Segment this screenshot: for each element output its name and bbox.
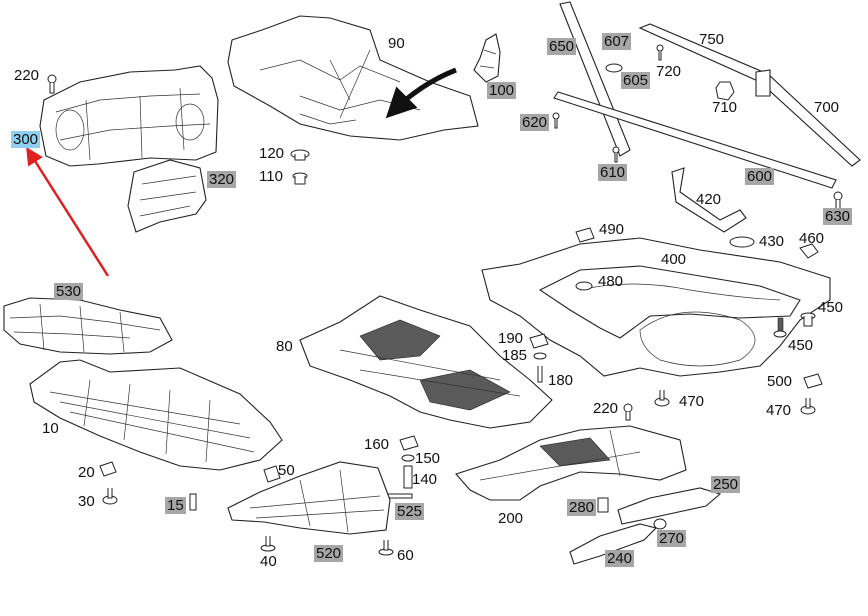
callout-720: 720 (656, 63, 682, 80)
callout-525: 525 (395, 503, 425, 520)
callout-60: 60 (397, 547, 414, 564)
part-80-panel (299, 295, 553, 429)
part-10-panel (29, 359, 283, 471)
callout-470a: 470 (679, 393, 705, 410)
callout-140: 140 (412, 471, 438, 488)
callout-180: 180 (548, 372, 574, 389)
red-pointer-arrow (26, 147, 110, 277)
callout-400: 400 (661, 251, 687, 268)
callout-620: 620 (520, 114, 550, 131)
bolt-220-lower (623, 403, 633, 421)
callout-90: 90 (388, 35, 405, 52)
hardware-160-150-140-525 (387, 435, 419, 499)
callout-10: 10 (42, 420, 59, 437)
callout-15: 15 (165, 497, 186, 514)
callout-160: 160 (364, 436, 390, 453)
part-520-panel (227, 461, 391, 535)
callout-710: 710 (712, 99, 738, 116)
callout-480: 480 (598, 273, 624, 290)
hardware-20-30-15-50 (99, 461, 281, 511)
part-530-panel (3, 297, 173, 355)
callout-470b: 470 (766, 402, 792, 419)
callout-607: 607 (602, 33, 632, 50)
callout-300: 300 (11, 131, 41, 148)
callout-220a: 220 (14, 67, 40, 84)
callout-600: 600 (745, 168, 775, 185)
callout-320: 320 (207, 171, 237, 188)
parts-250-240 (569, 487, 722, 565)
callout-650: 650 (547, 38, 577, 55)
fasteners-120-110 (290, 149, 310, 185)
callout-270: 270 (657, 530, 687, 547)
callout-40: 40 (260, 553, 277, 570)
bolts-40-60 (260, 536, 394, 556)
callout-630: 630 (823, 208, 853, 225)
callout-280: 280 (567, 499, 597, 516)
callout-490: 490 (599, 221, 625, 238)
callout-50: 50 (278, 462, 295, 479)
callout-185: 185 (502, 347, 528, 364)
callout-420: 420 (696, 191, 722, 208)
callout-200: 200 (498, 510, 524, 527)
callout-250: 250 (711, 476, 741, 493)
callout-20: 20 (78, 464, 95, 481)
callout-500: 500 (767, 373, 793, 390)
callout-150: 150 (415, 450, 441, 467)
callout-450a: 450 (818, 299, 844, 316)
callout-110: 110 (259, 168, 283, 185)
callout-30: 30 (78, 493, 95, 510)
bolts-450 (773, 312, 816, 338)
callout-530: 530 (54, 283, 84, 300)
callout-605: 605 (621, 72, 651, 89)
hardware-190-185-180 (529, 333, 549, 383)
callout-450b: 450 (788, 337, 814, 354)
callout-750: 750 (699, 31, 725, 48)
callout-100: 100 (487, 82, 517, 99)
callout-220b: 220 (593, 400, 619, 417)
callout-240: 240 (605, 550, 635, 567)
part-200-panel (455, 425, 687, 501)
part-320-cover (127, 159, 207, 233)
callout-700: 700 (814, 99, 840, 116)
part-100-clip (473, 33, 501, 83)
callout-120: 120 (259, 145, 285, 162)
parts-500-470 (654, 373, 823, 415)
struts-650-700-600 (552, 1, 861, 211)
callout-520: 520 (314, 545, 344, 562)
callout-610: 610 (598, 164, 628, 181)
callout-430: 430 (759, 233, 785, 250)
callout-460: 460 (799, 230, 825, 247)
parts-420-430-460-490 (575, 167, 819, 259)
part-400-frame (481, 237, 831, 377)
part-300-bracket (39, 65, 219, 167)
callout-190: 190 (498, 330, 524, 347)
callout-80: 80 (276, 338, 293, 355)
